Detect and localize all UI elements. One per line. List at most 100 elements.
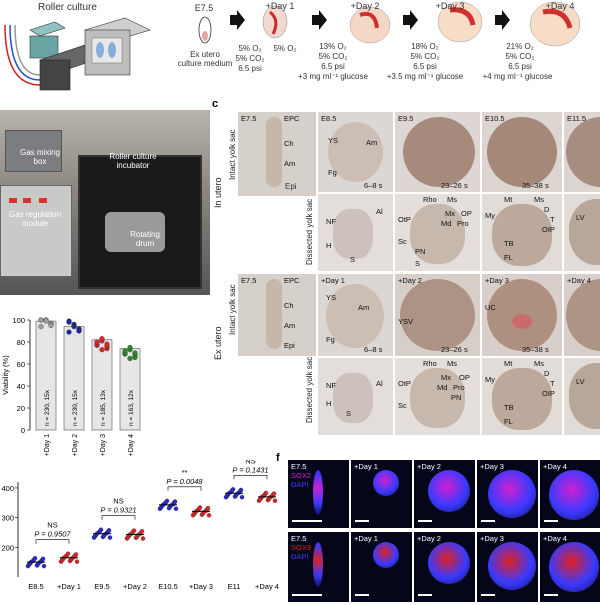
scale-bar: [481, 594, 495, 596]
micro-eu-day2-intact: +Day 2 YSV 23–26 s: [395, 274, 480, 356]
size-point: [32, 556, 38, 561]
op-label: OP: [461, 209, 472, 218]
mt-label: Mt: [504, 195, 513, 204]
size-point: [40, 556, 46, 562]
p-value-label: P = 0.0048: [166, 477, 203, 486]
uc-label: UC: [485, 303, 496, 312]
viability-point: [127, 344, 133, 351]
step-day-label: +Day 3: [435, 1, 465, 11]
somite-label: 6–8 s: [364, 181, 383, 190]
my-label: My: [485, 375, 495, 384]
md-label: Md: [437, 383, 448, 392]
fluor-col-label: +Day 4: [543, 462, 567, 471]
fluor-tile-1-3: +Day 2: [414, 460, 475, 528]
photo-incubator-label: Roller culture incubator: [109, 152, 157, 170]
size-point: [201, 509, 207, 515]
col-label: E9.5: [398, 114, 414, 123]
col-label: E10.5: [485, 114, 505, 123]
day2-o2: 18% O₂: [411, 42, 439, 51]
am-label: Am: [366, 138, 378, 147]
s-label: S: [350, 255, 356, 264]
ysv-label: YSV: [398, 317, 414, 326]
size-point: [73, 552, 79, 557]
nf-label: NF: [326, 217, 336, 226]
col-label: +Day 1: [321, 276, 345, 285]
am-label: Am: [284, 159, 296, 168]
e75-embryo-icon: [198, 16, 212, 44]
viability-point: [99, 347, 105, 353]
x-category-label: +Day 2: [72, 434, 79, 456]
ms-label: Ms: [534, 195, 544, 204]
incubator-image: [78, 155, 202, 289]
viability-point: [43, 318, 49, 324]
p-value-label: P = 0.9507: [34, 530, 71, 539]
otp-label: OtP: [398, 215, 411, 224]
fluor-col-label: +Day 2: [417, 534, 441, 543]
micro-iu-e85-dissected: NF Al H S: [318, 194, 393, 271]
significance-label: NS: [245, 460, 255, 465]
photo-gas-regulation-label: Gas regulation module: [8, 210, 62, 228]
t-label: T: [550, 215, 555, 224]
scale-bar: [292, 520, 322, 522]
size-point: [205, 505, 211, 511]
x-category-label: +Day 4: [255, 582, 279, 591]
e75-label: E7.5: [194, 3, 214, 13]
somite-label: 35–38 s: [522, 181, 549, 190]
ch-label: Ch: [284, 301, 294, 310]
day1-psi: 6.5 psi: [321, 62, 345, 71]
fl-label: FL: [504, 417, 513, 426]
size-point: [267, 495, 273, 500]
al-label: Al: [376, 207, 383, 216]
fluor-dapi-label: DAPI: [291, 552, 309, 561]
arrow-icon: [230, 10, 245, 30]
incubator-photo: Gas mixing box Gas regulation module Rol…: [0, 110, 210, 295]
fluor-tile-2-3: +Day 2: [414, 532, 475, 602]
step-o2: 5% O₂: [273, 44, 297, 53]
roller-apparatus-drawing: [4, 17, 151, 91]
viability-point: [66, 319, 72, 325]
fluor-dapi-label: DAPI: [291, 480, 309, 489]
day2-glucose: +3.5 mg ml⁻¹ glucose: [386, 72, 464, 81]
pn-label: PN: [415, 247, 426, 256]
x-category-label: +Day 4: [128, 434, 135, 456]
size-point: [69, 556, 75, 561]
size-point: [131, 528, 137, 533]
micro-iu-e115-dissected: LV: [564, 194, 600, 271]
size-point: [239, 494, 245, 500]
day1-o2: 13% O₂: [319, 42, 347, 51]
h-label: H: [326, 399, 332, 408]
epi-label-iu: Epi: [285, 182, 297, 191]
day3-co2: 5% CO₂: [505, 52, 535, 61]
tb-label: TB: [504, 403, 514, 412]
viability-point: [38, 324, 44, 330]
x-category-label: +Day 1: [57, 582, 81, 591]
lv-label: LV: [576, 213, 585, 222]
s-label: S: [346, 409, 352, 418]
arrow-icon: [312, 10, 327, 30]
y-axis-label: Viability (%): [1, 355, 10, 395]
ms-label: Ms: [447, 359, 457, 368]
size-point: [98, 527, 104, 532]
gas-mixing-box-image: [5, 130, 62, 172]
bar-n-label: n = 185, 13x: [100, 389, 107, 426]
scale-bar: [355, 520, 369, 522]
significance-label: **: [182, 468, 188, 477]
ys-label: YS: [328, 136, 339, 145]
fluor-tile-2-2: +Day 1: [351, 532, 412, 602]
ch-label: Ch: [284, 139, 294, 148]
viability-point: [71, 324, 77, 330]
scale-bar: [418, 520, 432, 522]
somite-label: 23–26 s: [441, 345, 468, 354]
bar-n-label: n = 230, 15x: [44, 389, 51, 426]
ms-label: Ms: [534, 359, 544, 368]
scale-bar: [544, 594, 558, 596]
oip-label: OIP: [542, 225, 555, 234]
x-category-label: E11: [228, 582, 241, 591]
fluor-tile-1-2: +Day 1: [351, 460, 412, 528]
fluor-col-label: +Day 1: [354, 534, 378, 543]
micro-iu-e75-lower: [238, 194, 316, 196]
x-category-label: E9.5: [94, 582, 109, 591]
